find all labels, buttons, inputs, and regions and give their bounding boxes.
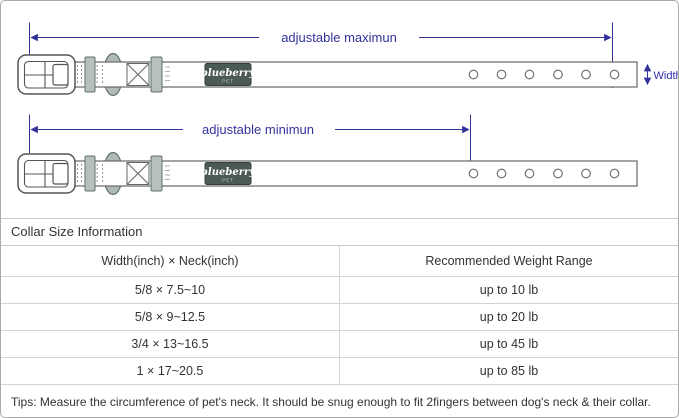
hole-row (468, 168, 620, 179)
strap-stamp-marks (165, 66, 170, 81)
hole-icon (553, 69, 563, 80)
table-row: 1 × 17~20.5 up to 85 lb (1, 358, 678, 385)
table-row: 5/8 × 9~12.5 up to 20 lb (1, 304, 678, 331)
keeper-icon (150, 155, 163, 192)
weight-cell: up to 45 lb (339, 331, 678, 357)
label-backplate (259, 27, 419, 46)
stitch-box-icon (126, 162, 150, 185)
hole-row (468, 69, 620, 80)
hole-icon (581, 69, 591, 80)
keeper-icon (84, 56, 96, 93)
buckle-icon (17, 54, 76, 95)
hole-icon (496, 69, 507, 80)
buckle-icon (17, 153, 76, 194)
table-row: 5/8 × 7.5~10 up to 10 lb (1, 277, 678, 304)
weight-column-header: Recommended Weight Range (339, 246, 678, 276)
brand-sub: PET (222, 79, 234, 84)
product-diagram: adjustable maximun (17, 22, 679, 196)
hole-icon (468, 69, 479, 80)
size-cell: 1 × 17~20.5 (136, 364, 204, 378)
hole-icon (609, 168, 620, 179)
keeper-icon (150, 56, 163, 93)
size-cell: 5/8 × 9~12.5 (134, 310, 206, 324)
keeper-icon (84, 155, 96, 192)
collar-strap (71, 61, 638, 88)
table-header-row: Width(inch) × Neck(inch) Recommended Wei… (1, 246, 678, 277)
collar-max: adjustable maximun (17, 22, 679, 97)
weight-cell: up to 10 lb (339, 277, 678, 303)
hole-icon (553, 168, 563, 179)
width-label: Width (654, 70, 679, 82)
stitch-box-icon (126, 63, 150, 86)
label-backplate (183, 119, 335, 138)
size-cell: 3/4 × 13~16.5 (131, 337, 209, 351)
table-title: Collar Size Information (1, 219, 678, 246)
collar-min: adjustable minimun (17, 114, 638, 196)
hole-icon (581, 168, 591, 179)
size-cell: 5/8 × 7.5~10 (134, 283, 206, 297)
hole-icon (524, 69, 535, 80)
size-column-header: Width(inch) × Neck(inch) (101, 254, 239, 268)
hole-icon (468, 168, 479, 179)
table-tips: Tips: Measure the circumference of pet's… (11, 395, 651, 409)
hole-icon (524, 168, 535, 179)
weight-cell: up to 20 lb (339, 304, 678, 330)
adjustable-minimum-label: adjustable minimun (202, 122, 314, 137)
hole-icon (496, 168, 507, 179)
table-row: 3/4 × 13~16.5 up to 45 lb (1, 331, 678, 358)
brand-patch: blueberry PET (201, 63, 256, 86)
stitch-lines (77, 65, 103, 85)
stitch-lines (77, 164, 103, 184)
weight-cell: up to 85 lb (339, 358, 678, 384)
width-dimension: Width (643, 63, 679, 86)
strap-stamp-marks (165, 165, 170, 180)
hole-icon (609, 69, 620, 80)
size-table: Collar Size Information Width(inch) × Ne… (1, 218, 678, 417)
brand-name: blueberry (201, 167, 256, 178)
brand-patch: blueberry PET (201, 162, 256, 185)
collar-strap (71, 160, 638, 187)
adjustable-maximum-label: adjustable maximun (281, 30, 397, 45)
brand-name: blueberry (201, 68, 256, 79)
brand-sub: PET (222, 178, 234, 183)
